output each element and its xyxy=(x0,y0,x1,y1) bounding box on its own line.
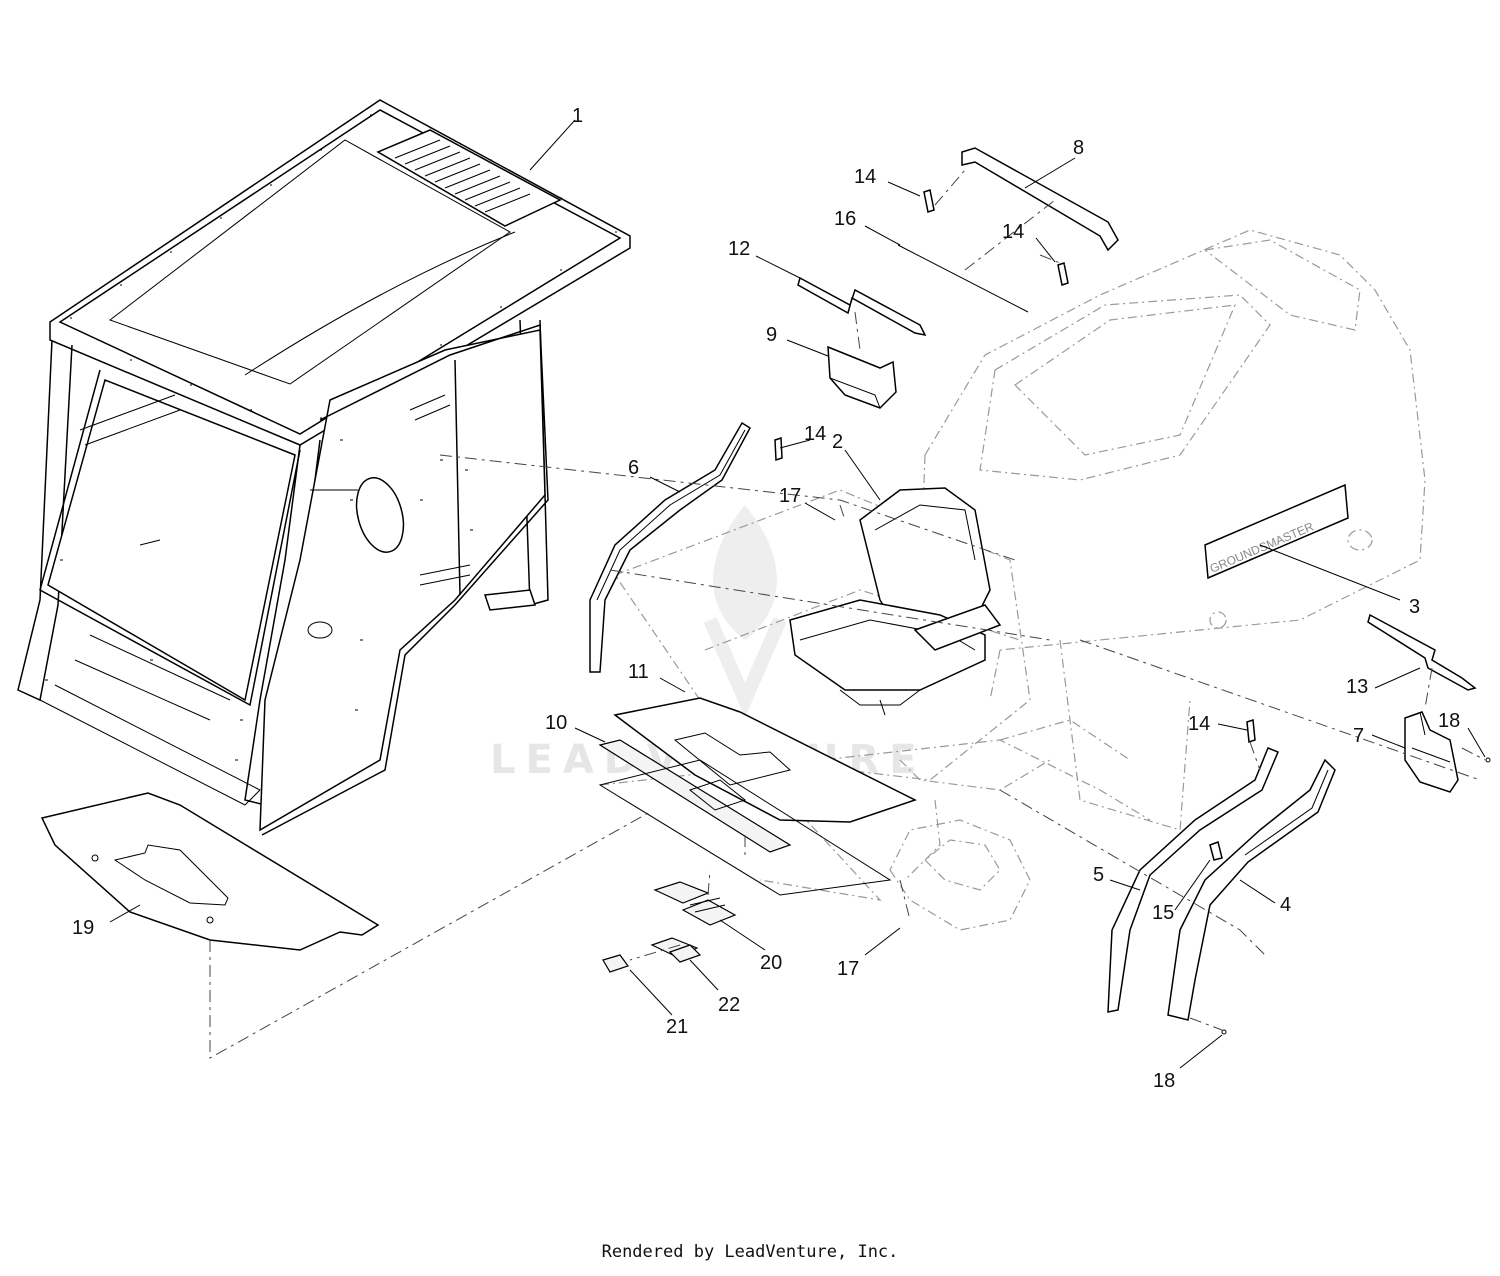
callout-17-seat: 17 xyxy=(779,485,801,507)
callout-21: 21 xyxy=(666,1016,688,1038)
assembly-lines xyxy=(209,454,1481,1059)
hood-body: GROUNDSMASTER xyxy=(919,229,1426,701)
panel-6 xyxy=(589,421,783,673)
callout-13: 13 xyxy=(1346,676,1368,698)
roof-vent xyxy=(376,129,562,227)
upper-brackets xyxy=(897,147,1119,313)
callout-4: 4 xyxy=(1280,894,1291,916)
cab-assembly xyxy=(17,99,631,836)
bracket-13-7 xyxy=(1367,613,1491,793)
callout-8: 8 xyxy=(1073,137,1084,159)
callout-19: 19 xyxy=(72,917,94,939)
seat-2 xyxy=(789,487,1002,716)
callout-3: 3 xyxy=(1409,596,1420,618)
pedal-parts xyxy=(602,881,737,973)
callout-10: 10 xyxy=(545,712,567,734)
callout-16: 16 xyxy=(834,208,856,230)
callout-9: 9 xyxy=(766,324,777,346)
callout-14-mid: 14 xyxy=(1002,221,1024,243)
callout-20: 20 xyxy=(760,952,782,974)
callout-11: 11 xyxy=(628,661,649,683)
callout-7: 7 xyxy=(1353,725,1364,747)
callout-22: 22 xyxy=(718,994,740,1016)
bracket-12-9 xyxy=(797,276,927,409)
panels-4-5 xyxy=(1107,718,1336,1035)
callout-1: 1 xyxy=(572,105,583,127)
callout-14-lower: 14 xyxy=(1188,713,1210,735)
callout-6: 6 xyxy=(628,457,639,479)
callout-14-top: 14 xyxy=(854,166,876,188)
callout-14-seat: 14 xyxy=(804,423,826,445)
leader-lines xyxy=(109,119,1486,1069)
callouts: 1 2 3 4 5 6 7 8 9 10 11 12 13 14 14 14 1… xyxy=(72,105,1460,1092)
callout-18-bottom: 18 xyxy=(1153,1070,1175,1092)
callout-2: 2 xyxy=(832,431,843,453)
step-10 xyxy=(598,739,892,896)
render-credit: Rendered by LeadVenture, Inc. xyxy=(601,1242,899,1262)
callout-18-right: 18 xyxy=(1438,710,1460,732)
floor-mat-11 xyxy=(613,697,917,823)
callout-15: 15 xyxy=(1152,902,1174,924)
floor-mat-19 xyxy=(40,792,380,951)
callout-12: 12 xyxy=(728,238,750,260)
callout-17-lower: 17 xyxy=(837,958,859,980)
callout-5: 5 xyxy=(1093,864,1104,886)
